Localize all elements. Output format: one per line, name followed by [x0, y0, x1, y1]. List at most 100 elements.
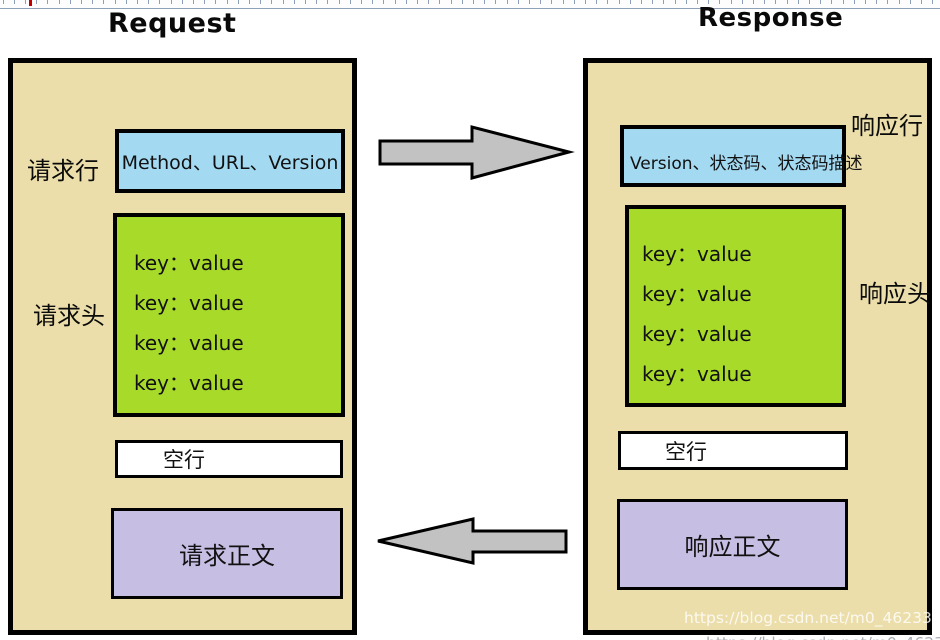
ruler-tick	[562, 0, 564, 4]
ruler-tick	[853, 0, 855, 4]
ruler-tick	[842, 0, 844, 4]
arrow-left-icon	[377, 517, 568, 565]
ruler-tick	[69, 0, 71, 4]
request-line-label: 请求行	[27, 157, 99, 185]
ruler-tick	[304, 0, 306, 4]
request-line-box: Method、URL、Version	[115, 129, 345, 193]
request-headers-label: 请求头	[33, 302, 105, 330]
ruler-tick	[13, 0, 15, 4]
ruler-tick	[808, 0, 810, 4]
ruler-tick	[607, 0, 609, 4]
ruler-tick	[820, 0, 822, 4]
ruler-tick	[876, 0, 878, 4]
ruler-tick	[148, 0, 150, 4]
ruler-tick	[248, 0, 250, 4]
ruler-tick	[752, 0, 754, 4]
request-header-line: key：value	[134, 371, 244, 395]
ruler-tick	[360, 0, 362, 4]
ruler-tick	[416, 0, 418, 4]
ruler-tick	[472, 0, 474, 4]
response-header-line: key：value	[642, 322, 752, 346]
ruler-tick	[618, 0, 620, 4]
ruler-tick	[540, 0, 542, 4]
ruler-tick	[887, 0, 889, 4]
request-body-box: 请求正文	[111, 508, 343, 599]
response-body-box: 响应正文	[617, 499, 848, 590]
ruler-tick	[495, 0, 497, 4]
ruler-tick	[450, 0, 452, 4]
ruler-tick	[204, 0, 206, 4]
ruler-tick	[517, 0, 519, 4]
ruler-tick	[125, 0, 127, 4]
ruler-tick	[909, 0, 911, 4]
ruler-tick	[181, 0, 183, 4]
ruler-tick	[461, 0, 463, 4]
ruler-tick	[506, 0, 508, 4]
ruler-tick	[696, 0, 698, 4]
response-blank-line-box: 空行	[618, 431, 848, 470]
ruler-tick	[920, 0, 922, 4]
ruler-tick	[114, 0, 116, 4]
document-ruler	[0, 0, 940, 9]
ruler-tick	[629, 0, 631, 4]
request-header-line: key：value	[134, 251, 244, 275]
ruler-tick	[405, 0, 407, 4]
csdn-watermark-clipped: https://blog.csdn.net/m0_46233999	[706, 634, 940, 640]
ruler-tick	[652, 0, 654, 4]
request-header-line: key：value	[134, 331, 244, 355]
response-line-box: Version、状态码、状态码描述	[620, 125, 863, 187]
ruler-tick	[192, 0, 194, 4]
ruler-tick	[338, 0, 340, 4]
ruler-tick	[92, 0, 94, 4]
ruler-tick	[327, 0, 329, 4]
response-header-line: key：value	[642, 362, 752, 386]
ruler-tick	[484, 0, 486, 4]
ruler-tick	[36, 0, 38, 4]
ruler-tick	[271, 0, 273, 4]
ruler-tick	[640, 0, 642, 4]
ruler-tick	[584, 0, 586, 4]
ruler-tick	[719, 0, 721, 4]
ruler-tick	[685, 0, 687, 4]
ruler-tick	[708, 0, 710, 4]
ruler-tick	[316, 0, 318, 4]
csdn-watermark: https://blog.csdn.net/m0_46233999	[684, 609, 940, 627]
ruler-tick	[764, 0, 766, 4]
ruler-tick	[663, 0, 665, 4]
request-blank-line-box: 空行	[115, 440, 343, 478]
response-panel: 响应行 Version、状态码、状态码描述 key：value key：valu…	[583, 58, 940, 635]
ruler-tick	[528, 0, 530, 4]
request-header-line: key：value	[134, 291, 244, 315]
ruler-tick	[47, 0, 49, 4]
ruler-tick	[797, 0, 799, 4]
ruler-tick	[170, 0, 172, 4]
ruler-tick	[136, 0, 138, 4]
ruler-tick	[215, 0, 217, 4]
request-panel: 请求行 Method、URL、Version key：value key：val…	[8, 58, 357, 635]
response-headers-label: 响应头	[859, 280, 931, 308]
ruler-tick	[674, 0, 676, 4]
ruler-tick	[596, 0, 598, 4]
ruler-tick	[439, 0, 441, 4]
ruler-cursor-marker	[29, 0, 32, 6]
ruler-tick	[573, 0, 575, 4]
ruler-tick	[741, 0, 743, 4]
ruler-tick	[103, 0, 105, 4]
ruler-tick	[237, 0, 239, 4]
ruler-tick	[2, 0, 4, 4]
ruler-tick	[349, 0, 351, 4]
response-header-line: key：value	[642, 282, 752, 306]
ruler-tick	[260, 0, 262, 4]
ruler-tick	[730, 0, 732, 4]
response-header-line: key：value	[642, 242, 752, 266]
ruler-tick	[551, 0, 553, 4]
ruler-tick	[786, 0, 788, 4]
ruler-tick	[80, 0, 82, 4]
ruler-tick	[394, 0, 396, 4]
ruler-tick	[282, 0, 284, 4]
ruler-tick	[932, 0, 934, 4]
request-headers-box: key：value key：value key：value key：value	[113, 213, 345, 417]
ruler-tick	[293, 0, 295, 4]
ruler-tick	[775, 0, 777, 4]
ruler-tick	[24, 0, 26, 4]
